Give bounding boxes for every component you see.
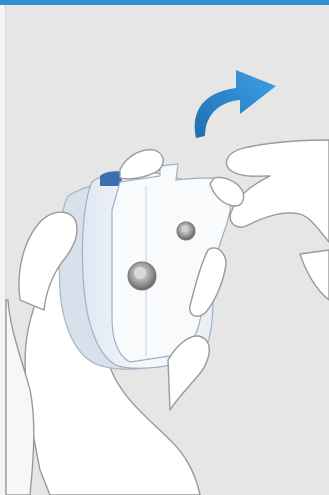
curved-arrow-icon	[195, 70, 276, 138]
center-button-icon	[128, 262, 156, 290]
upper-button-icon	[177, 222, 195, 240]
